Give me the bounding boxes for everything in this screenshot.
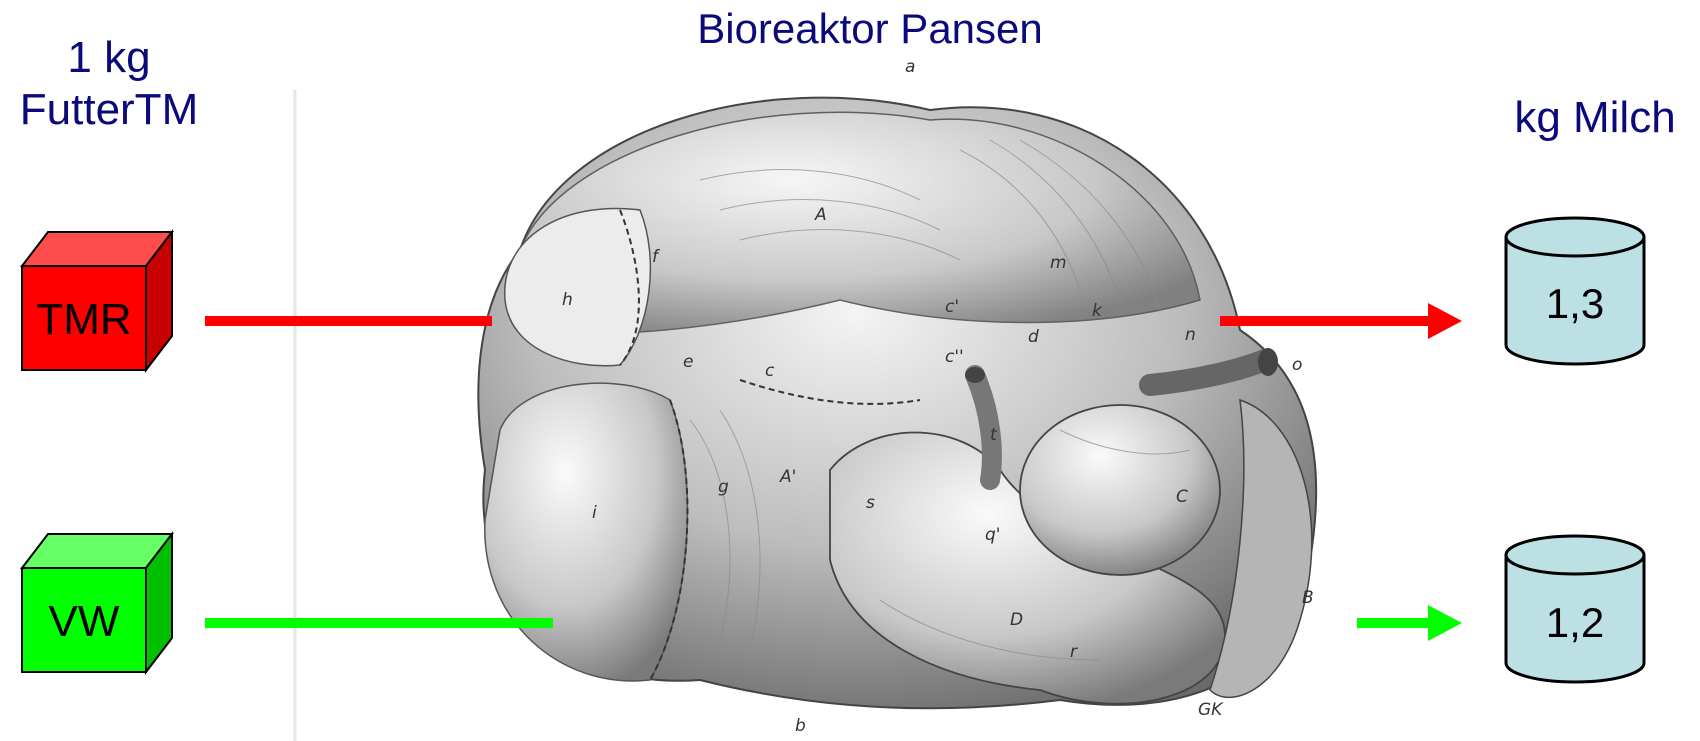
vw-cube-label: VW [49, 597, 120, 646]
ventral-sac [485, 383, 688, 681]
organ-letter-s: s [866, 493, 875, 513]
vw-output-arrow [1357, 605, 1462, 641]
organ-letter-A: A [814, 205, 827, 225]
organ-letter-GK: GK [1198, 700, 1224, 720]
tmr-cube-label: TMR [36, 295, 131, 344]
omasum [1020, 405, 1220, 575]
organ-letter-b: b [795, 716, 806, 736]
milk-value-vw: 1,2 [1546, 599, 1604, 646]
drum-top [1506, 536, 1644, 574]
esophagus-opening [1258, 348, 1278, 376]
organ-letter-d: d [1028, 327, 1039, 347]
organ-letter-r: r [1070, 642, 1078, 662]
organ-letter-q-prime: q' [985, 525, 1000, 545]
organ-letter-a: a [905, 57, 915, 77]
milk-drum-tmr: 1,3 [1506, 218, 1644, 364]
organ-letter-m: m [1050, 253, 1067, 273]
organ-letter-D: D [1010, 610, 1023, 630]
stomach-illustration: a A h f e c c' c'' m k n o d t i g A' s … [478, 57, 1316, 736]
organ-letter-i: i [592, 503, 597, 523]
organ-letter-C: C [1176, 487, 1188, 507]
organ-letter-n: n [1185, 325, 1196, 345]
duodenum-opening [965, 367, 985, 383]
organ-letter-g: g [718, 477, 729, 497]
tmr-output-arrow [1220, 303, 1462, 339]
organ-letter-k: k [1092, 301, 1103, 321]
organ-letter-B: B [1302, 588, 1314, 608]
organ-letter-A-prime: A' [779, 467, 796, 487]
organ-letter-c-prime: c' [945, 297, 959, 317]
tmr-cube: TMR [22, 232, 172, 370]
organ-letter-c-double-prime: c'' [945, 347, 964, 367]
milk-value-tmr: 1,3 [1546, 280, 1604, 327]
milk-drum-vw: 1,2 [1506, 536, 1644, 682]
organ-letter-o: o [1292, 355, 1302, 375]
organ-letter-c: c [765, 361, 775, 381]
drum-top [1506, 218, 1644, 256]
organ-letter-e: e [683, 352, 693, 372]
vw-cube: VW [22, 534, 172, 672]
organ-letter-h: h [562, 290, 573, 310]
